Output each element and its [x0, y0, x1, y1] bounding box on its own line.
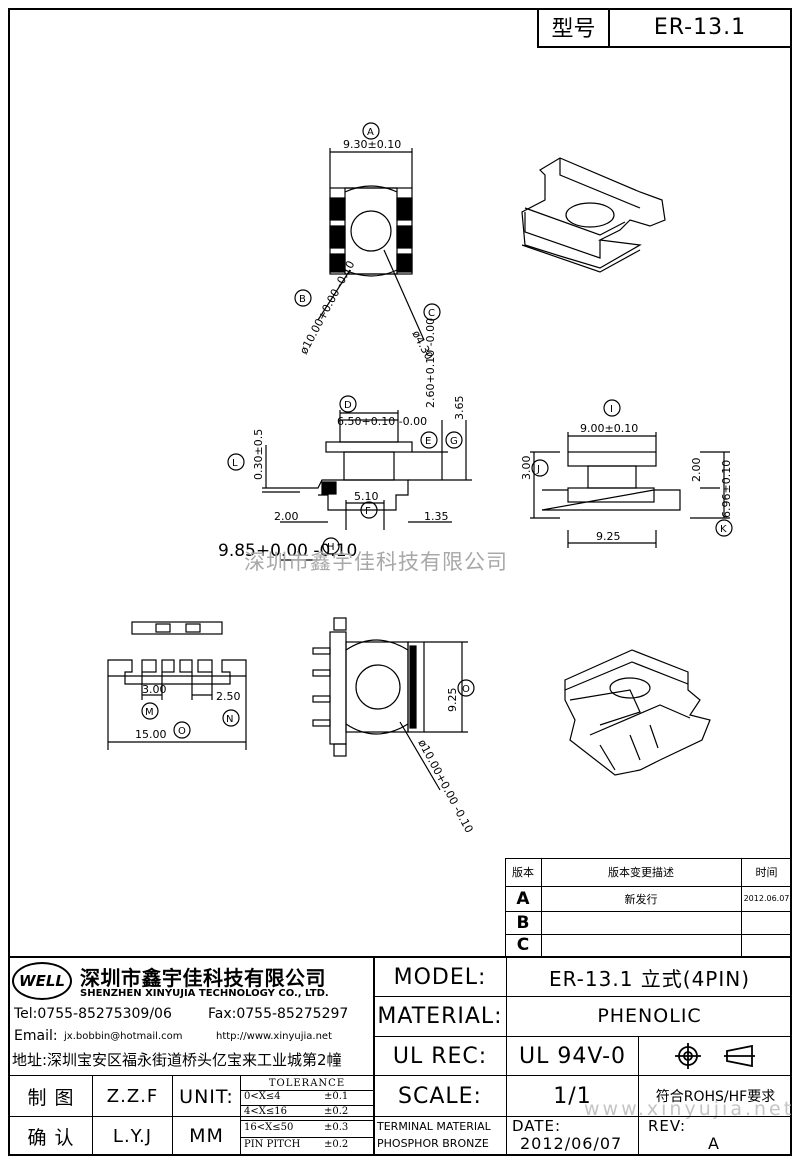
- company-name-cn: 深圳市鑫宇佳科技有限公司: [80, 966, 326, 990]
- date-label: DATE:: [512, 1117, 562, 1135]
- dim-left-2: 2.00: [274, 510, 299, 523]
- dim-F: 5.10: [354, 490, 379, 503]
- svg-text:D: D: [344, 400, 352, 411]
- company-address: 地址:深圳宝安区福永街道桥头亿宝来工业城第2幢: [12, 1051, 342, 1069]
- dim-2: 2.00: [690, 458, 703, 483]
- ulrec-label: UL REC:: [392, 1043, 488, 1069]
- company-web[interactable]: http://www.xinyujia.net: [216, 1031, 332, 1042]
- company-email[interactable]: jx.bobbin@hotmail.com: [64, 1031, 183, 1042]
- material-value: PHENOLIC: [597, 1005, 702, 1027]
- rev-row-ver: C: [516, 935, 530, 955]
- watermark-company: 深圳市鑫宇佳科技有限公司: [244, 550, 508, 574]
- unit-label: UNIT:: [179, 1085, 234, 1108]
- header-model-label: 型号: [537, 8, 610, 48]
- side-view: [262, 410, 472, 561]
- svg-text:K: K: [720, 524, 727, 535]
- technical-drawing: A 9.30±0.10 B C ø10.00+0.00 -0.10 ø4.30: [107, 122, 733, 835]
- company-email-label: Email:: [14, 1028, 58, 1044]
- svg-text:F: F: [365, 506, 371, 517]
- svg-text:O: O: [462, 684, 470, 695]
- bottom-center-view: [312, 617, 468, 791]
- company-tel: Tel:0755-85275309/06: [14, 1006, 172, 1022]
- terminal-material-label: TERMINAL MATERIAL: [377, 1120, 491, 1133]
- ulrec-value: UL 94V-0: [518, 1043, 627, 1069]
- tolerance-value: ±0.2: [324, 1139, 349, 1150]
- company-name-en: SHENZHEN XINYUJIA TECHNOLOGY CO., LTD.: [80, 988, 329, 999]
- tolerance-range: 16<X≤50: [244, 1122, 294, 1133]
- rev-label: REV:: [648, 1117, 686, 1135]
- scale-label: SCALE:: [398, 1083, 482, 1109]
- tolerance-value: ±0.1: [324, 1091, 349, 1102]
- dim-M: 3.00: [142, 683, 167, 696]
- dim-N: 2.50: [216, 690, 241, 703]
- rev-row-ver: A: [516, 888, 530, 909]
- svg-text:L: L: [232, 458, 238, 469]
- svg-text:H: H: [327, 542, 335, 553]
- svg-text:J: J: [536, 464, 540, 475]
- front-view-dimension-text: I 9.00±0.10 J 3.00 2.00 6.96±0.10 K 9.25: [520, 399, 733, 543]
- drawn-value: Z.Z.F: [106, 1086, 159, 1107]
- bottom-left-dimension-text: 3.00 M 2.50 N 15.00 O: [135, 683, 241, 741]
- svg-text:I: I: [610, 404, 613, 415]
- rev-header-version: 版本: [512, 866, 534, 879]
- tolerance-range: 4<X≤16: [244, 1106, 287, 1117]
- dim-bottom-phi: ø10.00+0.00 -0.10: [415, 737, 475, 835]
- dim-L: 0.30±0.5: [252, 429, 265, 480]
- header-model-value: ER-13.1: [608, 8, 792, 48]
- dim-bottom-925: 9.25: [446, 688, 459, 713]
- drawing-frame: [8, 8, 792, 1156]
- side-view-dimension-text: D 6.50+0.10 -0.00 E G 2.60+0.10 -0.00 3.…: [218, 318, 466, 561]
- svg-text:N: N: [226, 714, 233, 725]
- tolerance-value: ±0.2: [324, 1106, 349, 1117]
- watermark-url: www.xinyujia.net: [584, 1098, 795, 1120]
- check-label: 确 认: [27, 1126, 75, 1149]
- dim-I: 9.00±0.10: [580, 422, 638, 435]
- check-value: L.Y.J: [112, 1125, 153, 1147]
- rev-value: A: [708, 1134, 719, 1153]
- marker-B: B: [299, 294, 306, 305]
- tolerance-title: TOLERANCE: [268, 1077, 346, 1089]
- unit-value: MM: [189, 1125, 224, 1147]
- dim-G: 3.65: [453, 396, 466, 421]
- svg-text:G: G: [450, 436, 458, 447]
- dim-right-135: 1.35: [424, 510, 449, 523]
- iso-view-top: [521, 157, 666, 273]
- svg-text:M: M: [145, 707, 154, 718]
- tolerance-value: ±0.3: [324, 1122, 349, 1133]
- marker-A: A: [367, 127, 374, 138]
- front-view: [530, 432, 730, 548]
- dim-A: 9.30±0.10: [343, 138, 401, 151]
- top-view: [317, 148, 425, 341]
- rohs-note: 符合ROHS/HF要求: [655, 1089, 776, 1105]
- dim-E: 2.60+0.10 -0.00: [424, 318, 437, 408]
- terminal-material-value: PHOSPHOR BRONZE: [377, 1137, 489, 1150]
- bottom-left-view: [107, 621, 247, 750]
- dim-B: ø10.00+0.00 -0.10: [297, 259, 357, 357]
- dim-O: 15.00: [135, 728, 167, 741]
- rev-row-date: 2012.06.07: [743, 894, 790, 903]
- material-label: MATERIAL:: [377, 1003, 503, 1029]
- iso-view-bottom: [564, 649, 711, 776]
- projection-symbol-icon: [675, 1043, 755, 1069]
- dim-D: 6.50+0.10 -0.00: [337, 415, 427, 428]
- dim-K: 6.96±0.10: [720, 460, 733, 518]
- rev-header-date: 时间: [755, 866, 778, 879]
- dim-J: 3.00: [520, 456, 533, 481]
- company-logo: WELL: [12, 962, 72, 1000]
- marker-C: C: [428, 308, 435, 319]
- rev-header-desc: 版本变更描述: [608, 866, 674, 879]
- rev-row-desc: 新发行: [624, 892, 658, 906]
- rev-row-ver: B: [516, 912, 530, 933]
- tolerance-range: PIN PITCH: [244, 1139, 301, 1150]
- tolerance-range: 0<X≤4: [244, 1091, 281, 1102]
- model-label: MODEL:: [393, 964, 487, 990]
- company-fax: Fax:0755-85275297: [208, 1006, 349, 1022]
- drawn-label: 制 图: [27, 1087, 75, 1109]
- svg-text:E: E: [425, 436, 431, 447]
- svg-text:O: O: [178, 726, 186, 737]
- model-value: ER-13.1 立式(4PIN): [548, 966, 751, 991]
- dim-925: 9.25: [596, 530, 621, 543]
- date-value: 2012/06/07: [520, 1134, 623, 1153]
- scale-value: 1/1: [553, 1083, 592, 1109]
